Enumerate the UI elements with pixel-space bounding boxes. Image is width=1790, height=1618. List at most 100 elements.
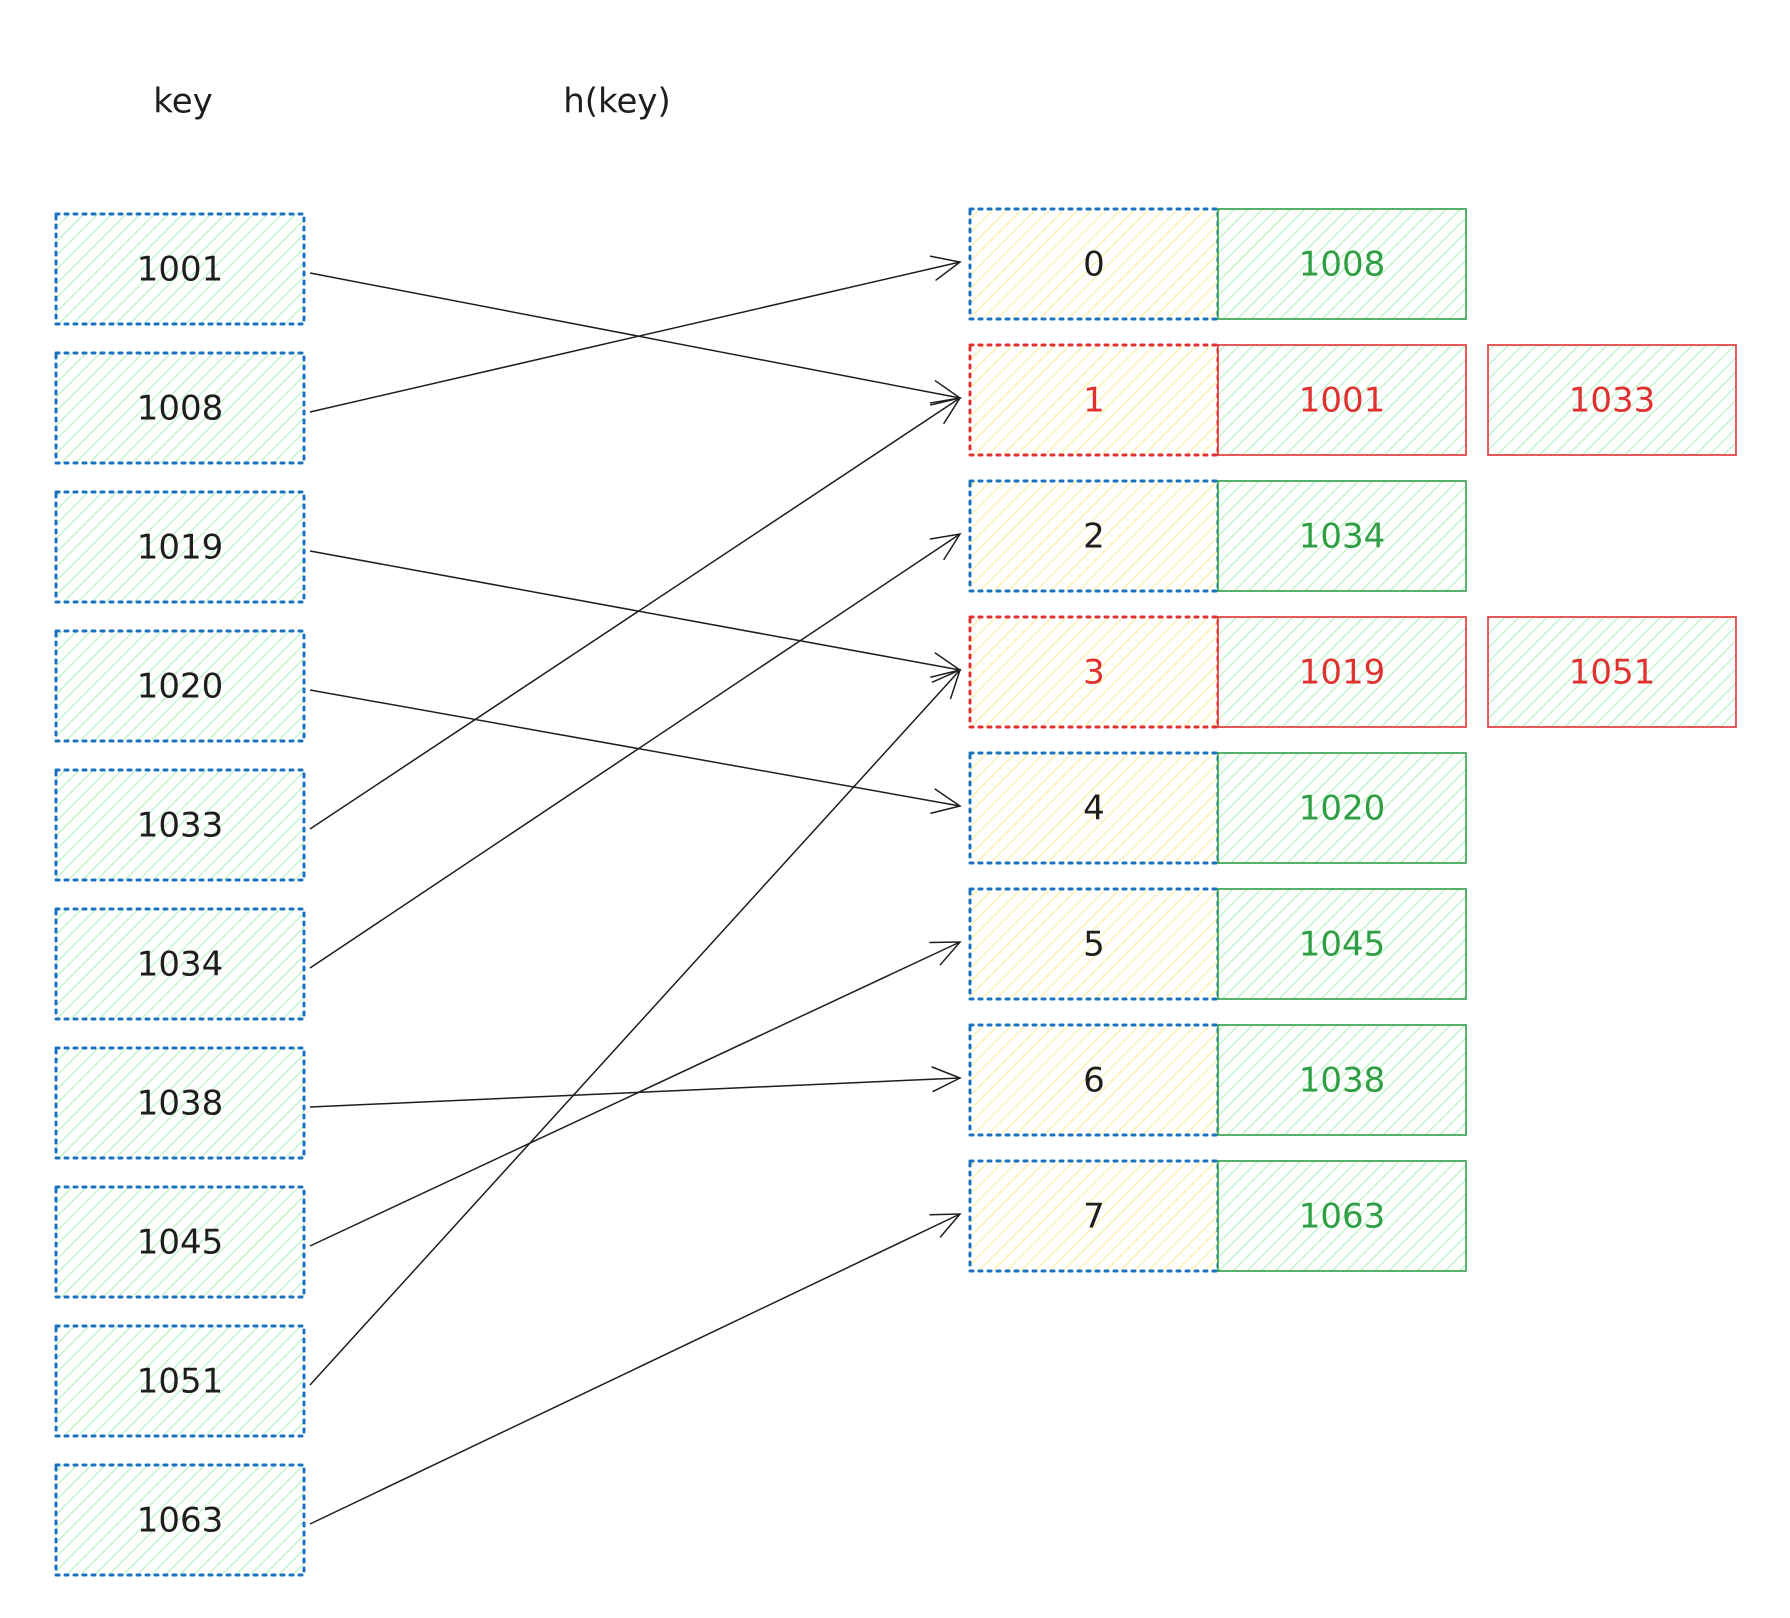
arrow-line bbox=[309, 550, 961, 671]
key-column-header: key bbox=[153, 82, 213, 122]
arrow-head bbox=[930, 788, 962, 814]
arrow-1051-to-3 bbox=[309, 668, 962, 1386]
bucket-entry-1051-label: 1051 bbox=[1569, 653, 1656, 693]
key-box-1038: 1038 bbox=[54, 1046, 306, 1160]
arrow-1063-to-7 bbox=[309, 1213, 962, 1525]
key-box-1008-label: 1008 bbox=[137, 389, 224, 429]
key-box-1063-rect bbox=[54, 1463, 306, 1577]
bucket-entry-1038-rect bbox=[1217, 1024, 1467, 1136]
arrow-line bbox=[309, 261, 961, 413]
key-box-1020-rect bbox=[54, 629, 306, 743]
arrow-head bbox=[929, 255, 962, 281]
bucket-row-7: 7 1063 bbox=[968, 1159, 1467, 1273]
bucket-entry-1008-rect bbox=[1217, 208, 1467, 320]
bucket-entry-1020-label: 1020 bbox=[1299, 789, 1386, 829]
bucket-entry-1051: 1051 bbox=[1487, 616, 1737, 728]
bucket-entry-1045-rect bbox=[1217, 888, 1467, 1000]
bucket-index-1-rect bbox=[968, 343, 1220, 457]
bucket-entry-1033-rect bbox=[1487, 344, 1737, 456]
hash-column-header: h(key) bbox=[563, 82, 671, 122]
arrow-line bbox=[309, 1213, 961, 1525]
bucket-entry-1034: 1034 bbox=[1217, 480, 1467, 592]
bucket-entry-1038-label: 1038 bbox=[1299, 1061, 1386, 1101]
bucket-index-3: 3 bbox=[968, 615, 1220, 729]
arrow-head bbox=[929, 396, 962, 425]
bucket-entry-1020: 1020 bbox=[1217, 752, 1467, 864]
bucket-index-6-label: 6 bbox=[1083, 1061, 1105, 1101]
bucket-index-0: 0 bbox=[968, 207, 1220, 321]
arrow-1038-to-6 bbox=[309, 1066, 962, 1108]
bucket-entry-1001-rect bbox=[1217, 344, 1467, 456]
key-box-1051-label: 1051 bbox=[137, 1362, 224, 1402]
bucket-entry-1063-label: 1063 bbox=[1299, 1197, 1386, 1237]
bucket-entry-1063: 1063 bbox=[1217, 1160, 1467, 1272]
key-box-1051-rect bbox=[54, 1324, 306, 1438]
arrow-line bbox=[309, 1077, 961, 1108]
bucket-entry-1034-rect bbox=[1217, 480, 1467, 592]
arrow-line bbox=[309, 533, 961, 969]
bucket-index-4: 4 bbox=[968, 751, 1220, 865]
bucket-index-7-label: 7 bbox=[1083, 1197, 1105, 1237]
bucket-entry-1045: 1045 bbox=[1217, 888, 1467, 1000]
bucket-entry-1019: 1019 bbox=[1217, 616, 1467, 728]
bucket-entry-1063-rect bbox=[1217, 1160, 1467, 1272]
bucket-entry-1001: 1001 bbox=[1217, 344, 1467, 456]
bucket-entry-1019-rect bbox=[1217, 616, 1467, 728]
arrow-head bbox=[929, 941, 962, 966]
key-box-1001-rect bbox=[54, 212, 306, 326]
bucket-entry-1045-label: 1045 bbox=[1299, 925, 1386, 965]
arrow-1020-to-4 bbox=[309, 689, 962, 814]
key-box-1008-rect bbox=[54, 351, 306, 465]
arrow-head bbox=[929, 532, 962, 561]
bucket-entry-1033-label: 1033 bbox=[1569, 381, 1656, 421]
bucket-entry-1034-label: 1034 bbox=[1299, 517, 1386, 557]
bucket-row-6: 6 1038 bbox=[968, 1023, 1467, 1137]
arrow-head bbox=[931, 668, 962, 700]
arrow-1034-to-2 bbox=[309, 532, 962, 969]
mapping-arrows bbox=[309, 255, 962, 1525]
arrow-line bbox=[309, 689, 961, 807]
bucket-index-2: 2 bbox=[968, 479, 1220, 593]
bucket-index-3-label: 3 bbox=[1083, 653, 1105, 693]
bucket-row-4: 4 1020 bbox=[968, 751, 1467, 865]
arrow-line bbox=[309, 941, 961, 1247]
key-box-1001-label: 1001 bbox=[137, 250, 224, 290]
key-box-1045-rect bbox=[54, 1185, 306, 1299]
key-box-1019-rect bbox=[54, 490, 306, 604]
bucket-entry-1020-rect bbox=[1217, 752, 1467, 864]
key-box-1019-label: 1019 bbox=[137, 528, 224, 568]
key-box-1008: 1008 bbox=[54, 351, 306, 465]
bucket-index-5-rect bbox=[968, 887, 1220, 1001]
bucket-row-3: 3 1019 1051 bbox=[968, 615, 1737, 729]
key-box-1020: 1020 bbox=[54, 629, 306, 743]
key-box-1034-rect bbox=[54, 907, 306, 1021]
bucket-entry-1033: 1033 bbox=[1487, 344, 1737, 456]
arrow-1033-to-1 bbox=[309, 396, 962, 830]
key-box-1063-label: 1063 bbox=[137, 1501, 224, 1541]
arrow-head bbox=[931, 1066, 962, 1093]
bucket-entry-1001-label: 1001 bbox=[1299, 381, 1386, 421]
key-box-1034-label: 1034 bbox=[137, 945, 224, 985]
arrow-1001-to-1 bbox=[309, 272, 962, 406]
arrow-line bbox=[309, 272, 961, 399]
key-box-1034: 1034 bbox=[54, 907, 306, 1021]
arrow-1045-to-5 bbox=[309, 941, 962, 1247]
key-box-1038-label: 1038 bbox=[137, 1084, 224, 1124]
key-box-1038-rect bbox=[54, 1046, 306, 1160]
key-box-1045: 1045 bbox=[54, 1185, 306, 1299]
key-box-1033-rect bbox=[54, 768, 306, 882]
bucket-row-2: 2 1034 bbox=[968, 479, 1467, 593]
bucket-index-3-rect bbox=[968, 615, 1220, 729]
key-box-1051: 1051 bbox=[54, 1324, 306, 1438]
bucket-index-4-rect bbox=[968, 751, 1220, 865]
bucket-index-0-label: 0 bbox=[1083, 245, 1105, 285]
arrow-head bbox=[929, 1213, 962, 1238]
bucket-index-2-label: 2 bbox=[1083, 517, 1105, 557]
arrow-line bbox=[309, 669, 961, 1386]
